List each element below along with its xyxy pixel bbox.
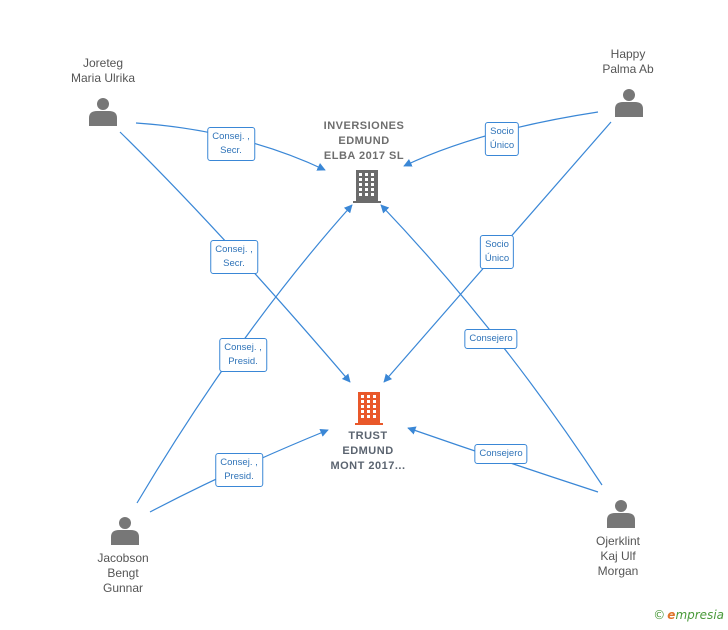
person-label-joreteg[interactable]: Joreteg Maria Ulrika: [70, 56, 135, 85]
copyright-icon: ©: [653, 608, 666, 622]
person-label-happy[interactable]: Happy Palma Ab: [602, 47, 654, 76]
edge-label-jacobson-inversiones[interactable]: Consej. , Presid.: [219, 338, 267, 372]
person-label-jacobson[interactable]: Jacobson Bengt Gunnar: [97, 551, 149, 595]
edge-label-happy-trust[interactable]: Socio Único: [479, 235, 515, 269]
edge-label-ojerklint-inversiones[interactable]: Consejero: [464, 329, 518, 349]
person-icon[interactable]: [615, 89, 643, 117]
company-label-inversiones[interactable]: INVERSIONES EDMUND ELBA 2017 SL: [323, 120, 405, 162]
building-icon[interactable]: [355, 392, 383, 425]
edge-label-happy-inversiones[interactable]: Socio Único: [484, 122, 520, 156]
company-label-trust[interactable]: TRUST EDMUND MONT 2017...: [330, 430, 406, 472]
edge-label-jacobson-trust[interactable]: Consej. , Presid.: [215, 453, 263, 487]
person-icon[interactable]: [607, 500, 635, 528]
edge-label-joreteg-trust[interactable]: Consej. , Secr.: [210, 240, 258, 274]
building-icon[interactable]: [353, 170, 381, 203]
empresia-logo: ©empresia: [653, 608, 724, 622]
person-icon[interactable]: [111, 517, 139, 545]
edge-label-ojerklint-trust[interactable]: Consejero: [474, 444, 528, 464]
person-icon[interactable]: [89, 98, 117, 126]
person-label-ojerklint[interactable]: Ojerklint Kaj Ulf Morgan: [595, 534, 640, 578]
edge-label-joreteg-inversiones[interactable]: Consej. , Secr.: [207, 127, 255, 161]
